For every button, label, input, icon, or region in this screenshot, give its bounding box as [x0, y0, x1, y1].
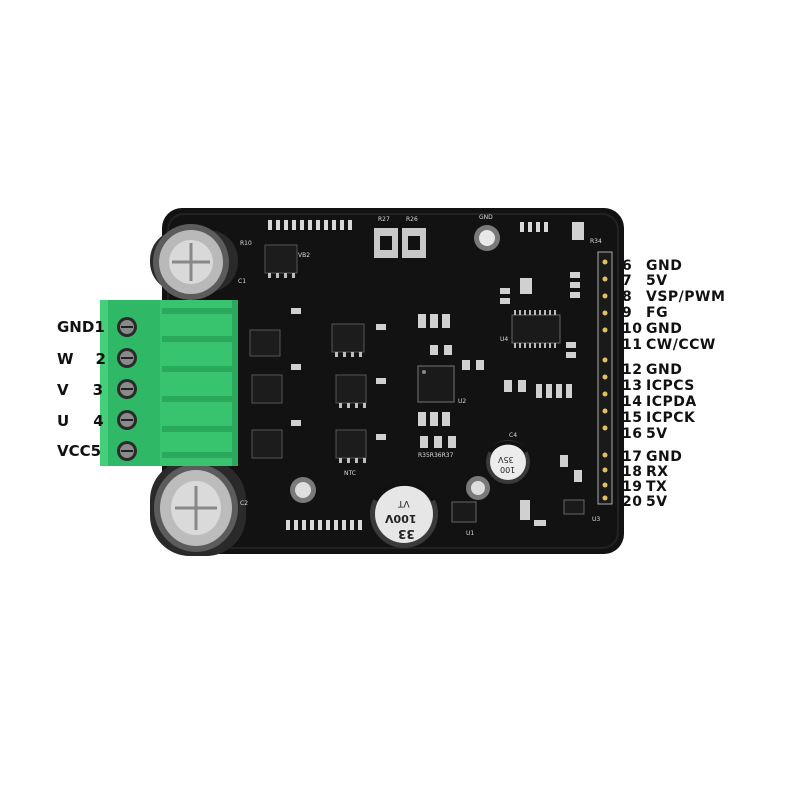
ic-u2 [417, 365, 455, 403]
terminal-block [100, 300, 238, 466]
cap1-voltage: 100V [385, 512, 417, 525]
ic-u1 [451, 501, 477, 523]
capacitor-33uf [370, 479, 438, 548]
pad-row-top [268, 220, 548, 232]
mounting-hole-bottom [290, 477, 316, 503]
silk-c4: C4 [509, 432, 518, 439]
silk-r35r36r37: R35R36R37 [418, 452, 454, 459]
mounting-hole-top [474, 225, 500, 251]
ic-u3 [563, 499, 585, 515]
silk-u3: U3 [592, 516, 601, 523]
silk-r27: R27 [378, 216, 390, 223]
silk-c1: C1 [238, 278, 247, 285]
silk-c2: C2 [240, 500, 249, 507]
terminal-screws [117, 317, 137, 461]
silk-u4: U4 [500, 336, 509, 343]
cap2-value: 100 [500, 465, 516, 474]
silk-r26: R26 [406, 216, 418, 223]
label-terminal-5: VCC5 [57, 442, 102, 460]
silk-u1: U1 [466, 530, 475, 537]
capacitor-c1 [150, 224, 238, 300]
mounting-hole-right-bottom [466, 476, 490, 500]
label-terminal-1: GND1 [57, 318, 105, 336]
silk-gnd: GND [479, 214, 493, 221]
pad-row-bottom [286, 520, 362, 530]
smd-components [291, 222, 584, 526]
cap1-brand: VT [398, 498, 410, 508]
capacitor-100uf [486, 440, 530, 484]
shunt-resistors [374, 228, 426, 258]
silk-vb2: VB2 [298, 252, 311, 259]
silk-ntc: NTC [344, 470, 356, 477]
mosfet-pins [268, 273, 366, 463]
cap1-value: 33 [398, 527, 415, 541]
capacitor-c2 [150, 460, 246, 556]
silk-r10: R10 [240, 240, 252, 247]
mosfets [249, 244, 367, 459]
ic-u4 [511, 310, 561, 348]
silk-u2: U2 [458, 398, 467, 405]
cap2-voltage: 35V [498, 455, 514, 464]
pin-header-j1 [597, 251, 613, 505]
silk-r34: R34 [590, 238, 602, 245]
